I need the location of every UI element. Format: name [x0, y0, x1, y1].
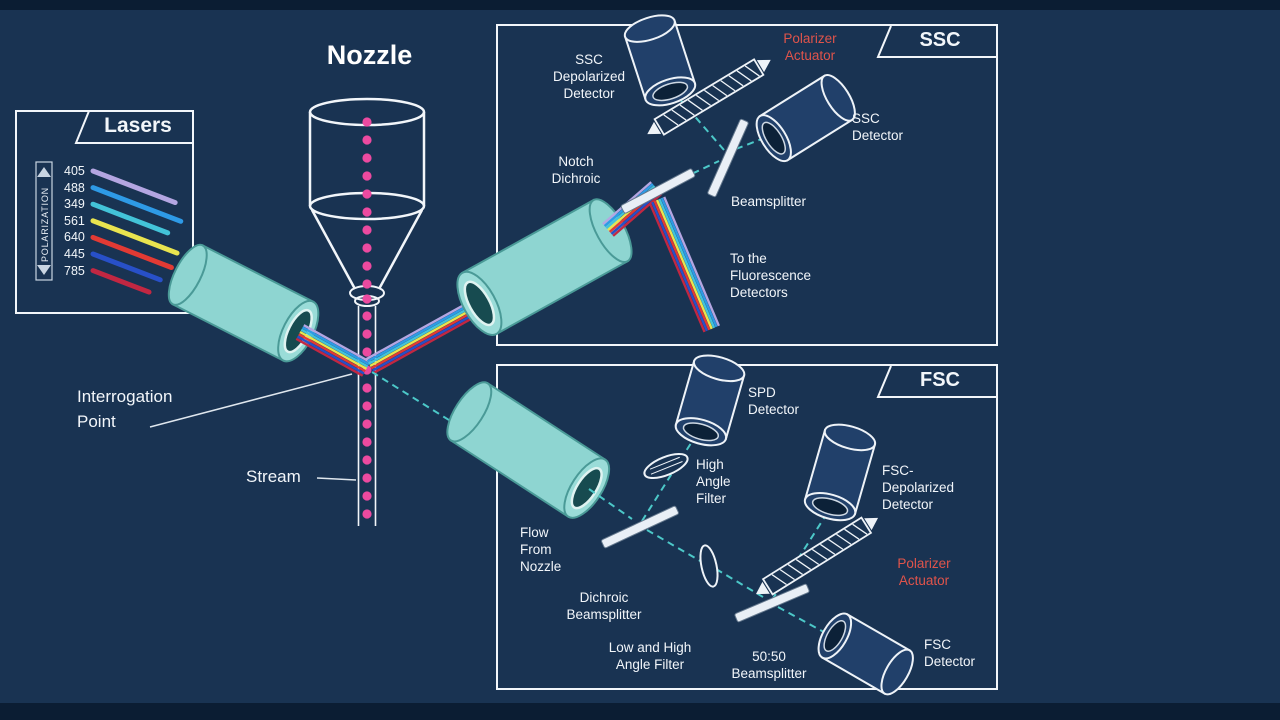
polarization-up-arrow-icon [37, 167, 51, 177]
ssc-detector-label: SSC Detector [852, 111, 904, 143]
actuator-arrow-icon [864, 517, 879, 531]
laser-wavelength: 349 [64, 197, 85, 212]
ssc-panel-box [496, 24, 998, 346]
actuator-arrow-icon [756, 59, 771, 73]
fifty-fifty-beamsplitter-label: 50:50 Beamsplitter [731, 649, 807, 681]
dichroic-beamsplitter-optic [601, 505, 679, 549]
beam-bundle-to-interrogation [295, 324, 371, 377]
low-high-angle-filter-lens [699, 544, 719, 588]
interrogation-point-label: Interrogation Point [77, 387, 173, 431]
scatter-beam-to-fsc-lens [371, 371, 506, 456]
sample-stream [362, 117, 372, 519]
spd-detector-label: SPD Detector [748, 385, 800, 417]
fsc-detector-cylinder [817, 612, 914, 696]
laser-wavelength: 785 [64, 263, 85, 278]
ssc-tab-label: SSC [919, 29, 961, 51]
spd-detector-cylinder [674, 354, 746, 447]
lasers-panel-box: POLARIZATION [15, 110, 194, 314]
fsc-polarizer-actuator-optic [755, 516, 879, 596]
high-angle-filter-optic [643, 453, 689, 479]
ssc-polarizer-actuator-label: Polarizer Actuator [783, 31, 837, 63]
fsc-detector-label: FSC Detector [924, 637, 976, 669]
notch-dichroic-label: Notch Dichroic [551, 154, 601, 186]
laser-wavelength: 405 [64, 164, 85, 178]
ssc-depolarized-detector-cylinder [623, 14, 697, 107]
letterbox-top [0, 0, 1280, 10]
ssc-beamsplitter-optic [707, 118, 749, 198]
stream-label: Stream [246, 467, 301, 486]
laser-wavelength: 561 [64, 213, 85, 228]
lasers-tab-shape [74, 110, 193, 144]
fluorescence-beams [648, 196, 720, 333]
ssc-tab-shape [876, 25, 996, 58]
ssc-scatter-beams [659, 88, 773, 190]
fsc-depolarized-detector-label: FSC- Depolarized Detector [882, 463, 955, 512]
laser-wavelength: 640 [64, 230, 85, 245]
flow-from-nozzle-label: Flow From Nozzle [520, 525, 562, 574]
nozzle-title: Nozzle [326, 40, 413, 70]
polarization-label: POLARIZATION [40, 187, 50, 262]
fifty-fifty-beamsplitter-optic [734, 583, 810, 623]
dichroic-beamsplitter-label: Dichroic Beamsplitter [566, 590, 642, 622]
fsc-tab-label: FSC [920, 369, 960, 391]
letterbox-bottom [0, 703, 1280, 720]
polarization-strip: POLARIZATION [35, 161, 53, 281]
fsc-tab-shape [876, 365, 996, 398]
actuator-arrow-icon [755, 581, 770, 595]
fsc-collection-lens [446, 381, 611, 519]
ssc-detector-cylinder [755, 74, 856, 163]
laser-beams [90, 168, 184, 295]
polarization-down-arrow-icon [37, 265, 51, 275]
laser-wavelength: 445 [64, 246, 85, 261]
ssc-polarizer-actuator-optic [647, 58, 771, 136]
stream-pointer-line [316, 477, 357, 481]
to-fluorescence-detectors-label: To the Fluorescence Detectors [730, 251, 812, 300]
low-high-angle-filter-label: Low and High Angle Filter [608, 640, 692, 672]
ssc-beamsplitter-label: Beamsplitter [731, 194, 807, 209]
lasers-tab-label: Lasers [104, 114, 172, 137]
ssc-depolarized-detector-label: SSC Depolarized Detector [552, 52, 626, 101]
fsc-panel-box [496, 364, 998, 690]
laser-wavelength: 488 [64, 180, 85, 195]
interrogation-pointer-line [149, 373, 353, 428]
laser-wavelength-list: 405 488 349 561 640 445 785 [64, 163, 85, 279]
fsc-depolarized-detector-cylinder [803, 423, 877, 522]
actuator-arrow-icon [647, 121, 662, 135]
notch-dichroic-filter [620, 168, 696, 214]
high-angle-filter-label: High Angle Filter [696, 457, 731, 506]
laser-focus-lens [167, 243, 320, 363]
beam-bundle-to-ssc-lens [365, 298, 482, 374]
fsc-polarizer-actuator-label: Polarizer Actuator [897, 556, 951, 588]
